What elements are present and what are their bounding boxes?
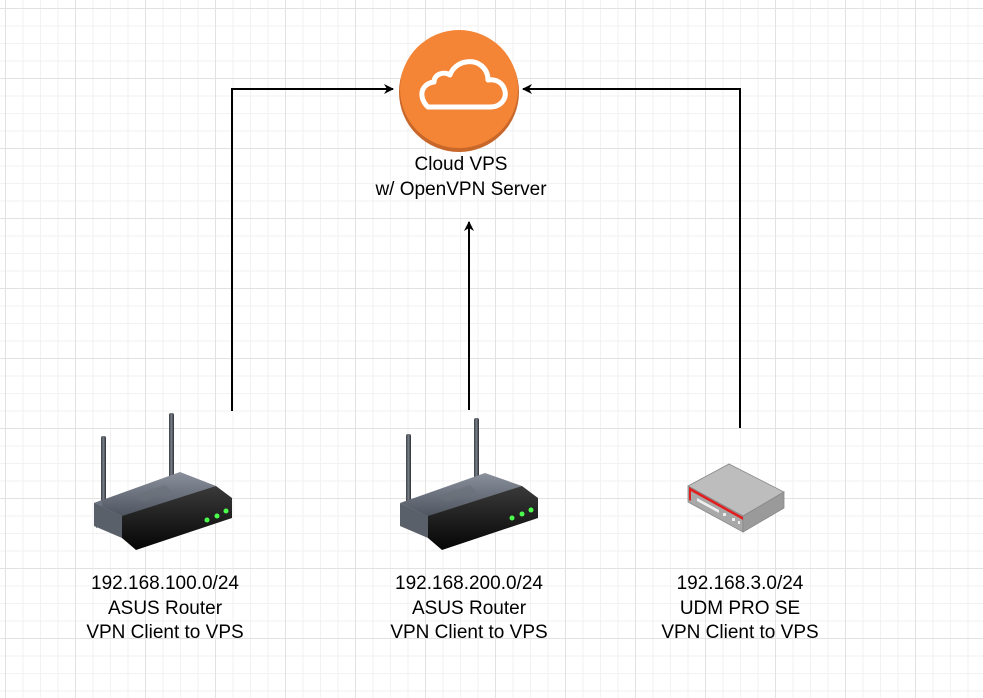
edge-udm-to-cloud[interactable]: [522, 84, 741, 428]
router-2-label: 192.168.200.0/24 ASUS Router VPN Client …: [390, 572, 547, 646]
role-text: VPN Client to VPS: [390, 622, 548, 643]
udm-node[interactable]: [687, 463, 785, 533]
device-name-text: ASUS Router: [107, 597, 223, 619]
edge-router-1-to-cloud[interactable]: [231, 84, 394, 411]
device-name-text: UDM PRO SE: [679, 597, 801, 619]
router-1-label: 192.168.100.0/24 ASUS Router VPN Client …: [86, 572, 243, 646]
router-2-node[interactable]: [400, 418, 538, 550]
subnet-text: 192.168.100.0/24: [91, 573, 239, 594]
label-line: w/ OpenVPN Server: [375, 178, 547, 200]
label-line: Cloud VPS: [414, 154, 508, 175]
cloud-vps-node[interactable]: [399, 30, 519, 152]
cloud-icon: [419, 59, 508, 110]
device-name-text: ASUS Router: [411, 597, 527, 619]
subnet-text: 192.168.200.0/24: [395, 573, 543, 594]
role-text: VPN Client to VPS: [661, 622, 819, 643]
role-text: VPN Client to VPS: [86, 622, 244, 643]
wireless-router-icon: [400, 418, 538, 550]
network-appliance-icon: [687, 463, 785, 533]
wireless-router-icon: [94, 413, 232, 550]
router-1-node[interactable]: [94, 413, 232, 550]
udm-label: 192.168.3.0/24 UDM PRO SE VPN Client to …: [661, 572, 818, 646]
subnet-text: 192.168.3.0/24: [676, 573, 804, 594]
cloud-vps-label: Cloud VPS w/ OpenVPN Server: [375, 153, 546, 202]
